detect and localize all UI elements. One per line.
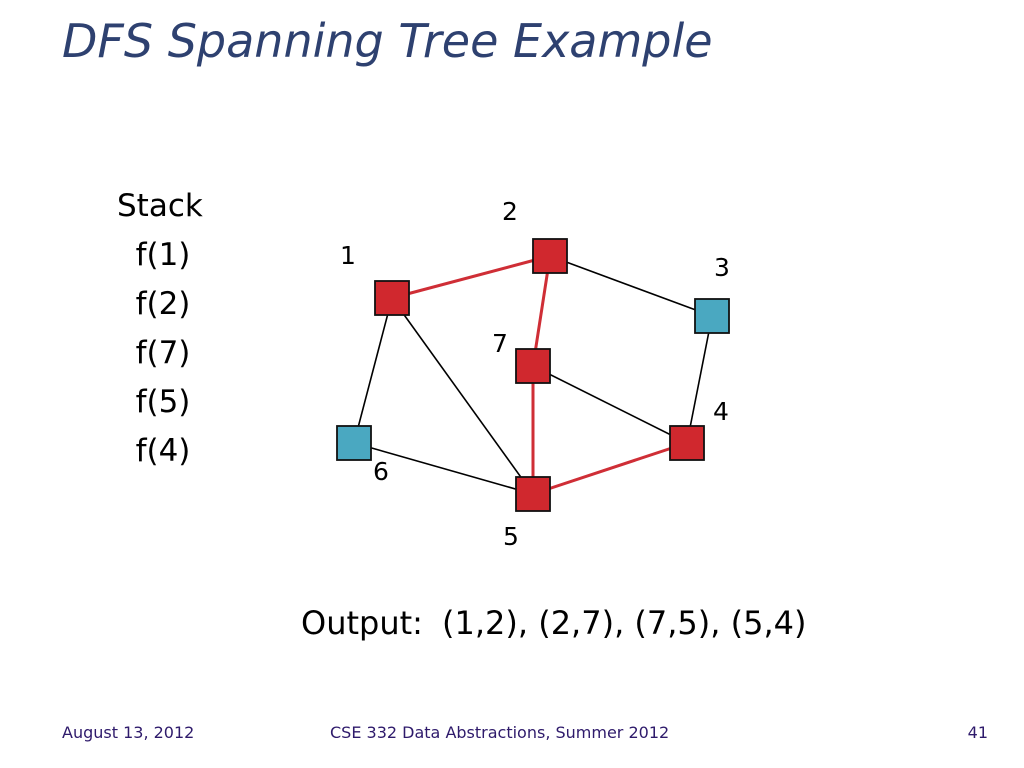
node-label-4: 4 xyxy=(713,397,729,426)
output-value: (1,2), (2,7), (7,5), (5,4) xyxy=(442,604,807,642)
footer-date: August 13, 2012 xyxy=(62,723,195,742)
node-6 xyxy=(336,425,372,461)
edge-2-7 xyxy=(531,255,552,367)
node-1 xyxy=(374,280,410,316)
edge-3-4 xyxy=(686,315,713,444)
edge-7-4 xyxy=(532,365,688,444)
footer-course: CSE 332 Data Abstractions, Summer 2012 xyxy=(330,723,670,742)
edge-5-4 xyxy=(532,441,688,496)
node-7 xyxy=(515,348,551,384)
stack-item: f(4) xyxy=(135,433,191,469)
edge-1-6 xyxy=(353,297,393,444)
node-5 xyxy=(515,476,551,512)
edge-1-2 xyxy=(391,254,551,300)
stack-item: f(7) xyxy=(135,335,191,371)
edge-6-5 xyxy=(353,442,534,495)
stack-panel: Stack f(1) f(2) f(7) f(5) f(4) xyxy=(117,186,213,480)
node-label-1: 1 xyxy=(340,241,356,270)
node-label-2: 2 xyxy=(502,197,518,226)
stack-item: f(2) xyxy=(135,286,191,322)
node-3 xyxy=(694,298,730,334)
edge-1-5 xyxy=(391,297,534,495)
node-label-5: 5 xyxy=(503,522,519,551)
stack-heading: Stack xyxy=(117,188,203,224)
node-label-3: 3 xyxy=(714,253,730,282)
edge-2-3 xyxy=(549,255,713,317)
stack-item: f(1) xyxy=(135,237,191,273)
slide-title: DFS Spanning Tree Example xyxy=(62,14,713,68)
output-label: Output: xyxy=(301,604,423,642)
node-4 xyxy=(669,425,705,461)
node-label-7: 7 xyxy=(492,329,508,358)
node-2 xyxy=(532,238,568,274)
page-number: 41 xyxy=(967,723,988,742)
stack-item: f(5) xyxy=(135,384,191,420)
node-label-6: 6 xyxy=(373,457,389,486)
